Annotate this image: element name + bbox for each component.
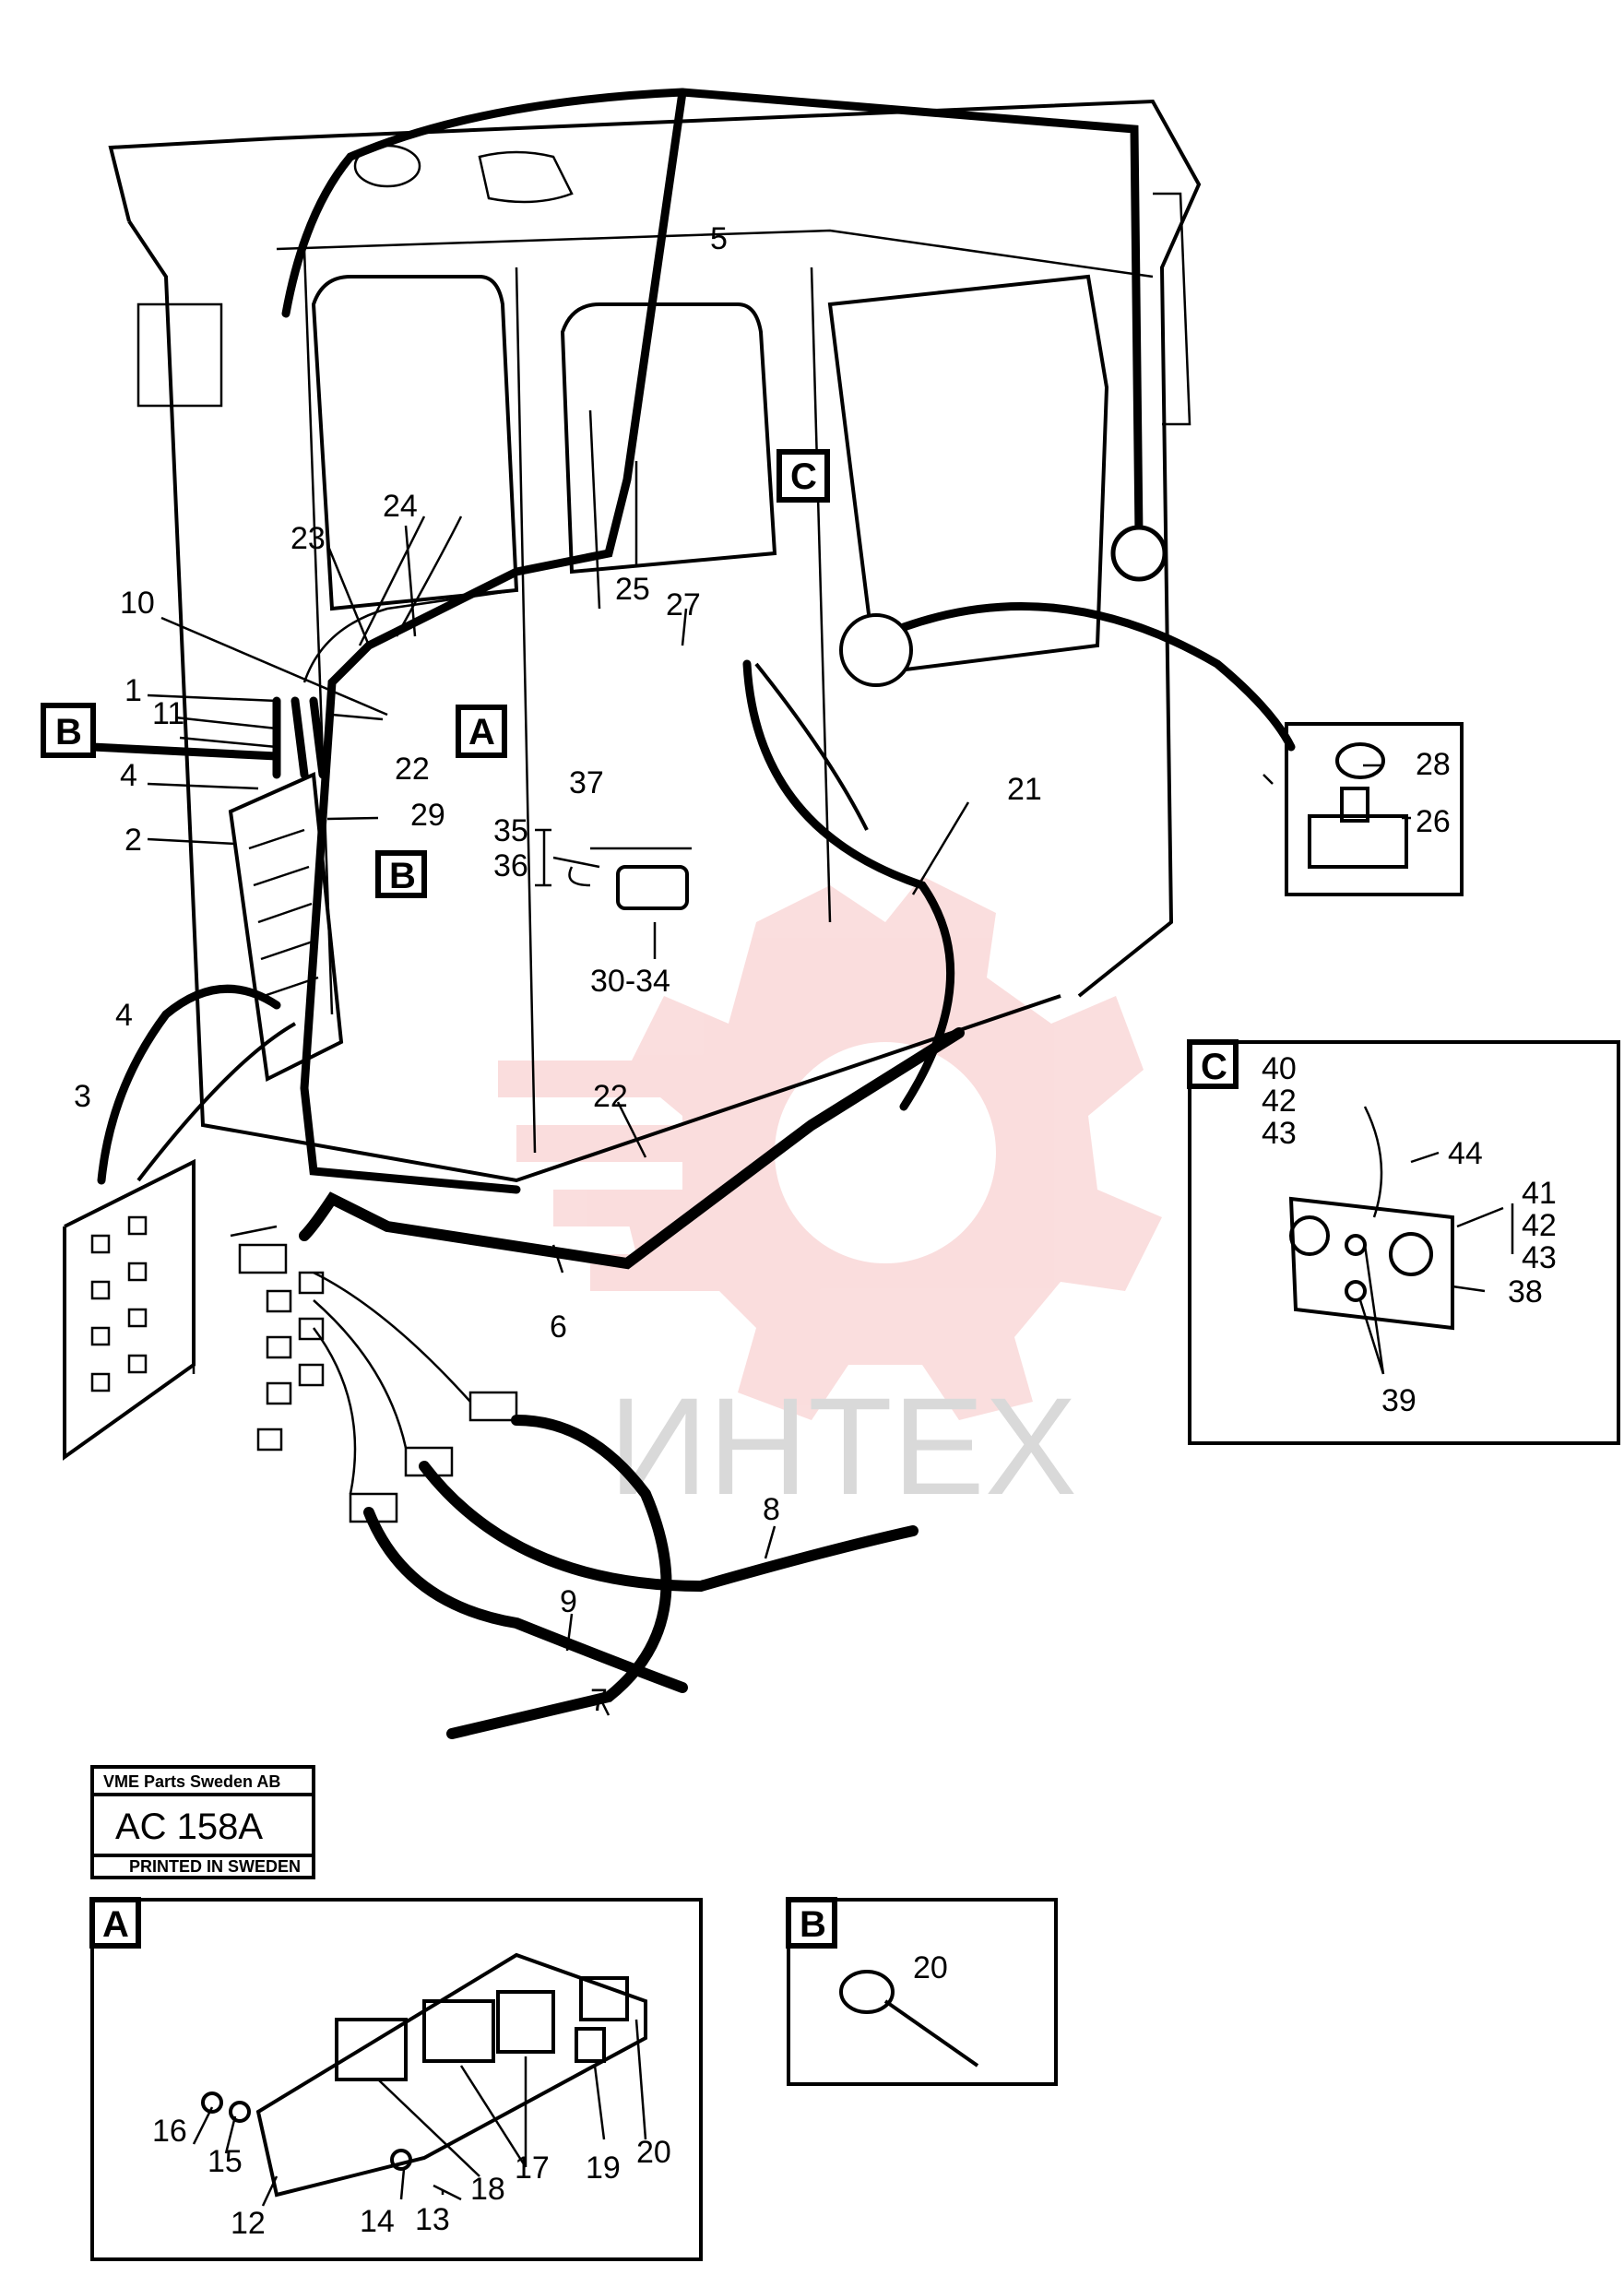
stamp-code: AC 158A <box>115 1807 263 1847</box>
label-a-17: 17 <box>515 2151 550 2186</box>
detail-box-26-28 <box>1285 722 1464 896</box>
label-35: 35 <box>493 813 528 848</box>
label-21: 21 <box>1007 772 1042 807</box>
label-28: 28 <box>1416 747 1451 782</box>
callout-b-left: B <box>41 703 96 758</box>
svg-text:C: C <box>1201 1047 1227 1087</box>
cab-body <box>108 99 1202 1183</box>
stamp-company: VME Parts Sweden AB <box>103 1772 280 1791</box>
label-c-43: 43 <box>1262 1116 1297 1151</box>
label-c-44: 44 <box>1448 1136 1483 1171</box>
stamp-printed: PRINTED IN SWEDEN <box>129 1857 301 1876</box>
detail-a-box <box>90 1898 703 2261</box>
label-8: 8 <box>763 1492 780 1527</box>
svg-text:B: B <box>389 856 416 896</box>
label-a-16: 16 <box>152 2114 187 2149</box>
detail-c-box <box>1188 1040 1620 1445</box>
svg-text:B: B <box>800 1904 826 1945</box>
label-25: 25 <box>615 572 650 607</box>
label-27: 27 <box>666 587 701 622</box>
svg-text:A: A <box>102 1904 129 1945</box>
svg-text:A: A <box>468 712 495 752</box>
switch-assembly <box>568 847 692 910</box>
label-c-40: 40 <box>1262 1051 1297 1086</box>
label-c-42: 42 <box>1262 1084 1297 1119</box>
svg-text:B: B <box>55 712 82 752</box>
label-30-34: 30-34 <box>590 964 670 999</box>
label-26: 26 <box>1416 804 1451 839</box>
callout-c-detail: C <box>1187 1039 1239 1089</box>
label-22-top: 22 <box>395 752 430 787</box>
label-c-43b: 43 <box>1522 1240 1557 1275</box>
label-c-42b: 42 <box>1522 1208 1557 1243</box>
label-7: 7 <box>590 1683 608 1718</box>
callout-a-detail: A <box>89 1897 141 1949</box>
label-a-18: 18 <box>470 2172 505 2207</box>
label-1: 1 <box>124 673 142 708</box>
stamp <box>90 1765 315 1879</box>
callout-b-detail: B <box>786 1897 837 1949</box>
watermark-text: ИНТЕХ <box>609 1369 1077 1523</box>
label-10: 10 <box>120 586 155 621</box>
label-a-20: 20 <box>636 2135 671 2170</box>
label-37: 37 <box>569 765 604 800</box>
watermark-gear-logo <box>498 876 1162 1420</box>
label-a-15: 15 <box>207 2144 243 2179</box>
callout-c: C <box>776 449 830 503</box>
part-labels: 1 11 4 2 4 3 10 23 24 22 29 5 25 27 37 3… <box>74 221 1557 2241</box>
label-4-lower: 4 <box>115 998 133 1033</box>
label-5: 5 <box>710 221 728 256</box>
label-c-39: 39 <box>1381 1383 1417 1418</box>
label-6: 6 <box>550 1309 567 1345</box>
fuse-box <box>228 772 344 1083</box>
label-a-12: 12 <box>231 2206 266 2241</box>
label-29: 29 <box>410 798 445 833</box>
svg-text:C: C <box>790 456 817 497</box>
label-23: 23 <box>290 521 326 556</box>
label-9: 9 <box>560 1584 577 1619</box>
label-2: 2 <box>124 823 142 858</box>
label-b-20: 20 <box>913 1950 948 1985</box>
connector-cables <box>230 1225 919 1739</box>
label-a-13: 13 <box>415 2202 450 2237</box>
label-4: 4 <box>120 758 137 793</box>
detail-b-box <box>787 1898 1058 2086</box>
label-11: 11 <box>152 696 184 731</box>
label-22-bottom: 22 <box>593 1079 628 1114</box>
label-a-19: 19 <box>586 2151 621 2186</box>
label-c-38: 38 <box>1508 1274 1543 1309</box>
leader-lines <box>147 409 1514 2207</box>
label-a-14: 14 <box>360 2204 395 2239</box>
relay-panel <box>63 1158 196 1461</box>
label-3: 3 <box>74 1079 91 1114</box>
callout-b-mid: B <box>375 850 427 898</box>
label-c-41: 41 <box>1522 1176 1557 1211</box>
callout-a: A <box>456 705 507 758</box>
label-24: 24 <box>383 489 418 524</box>
label-36: 36 <box>493 848 528 883</box>
